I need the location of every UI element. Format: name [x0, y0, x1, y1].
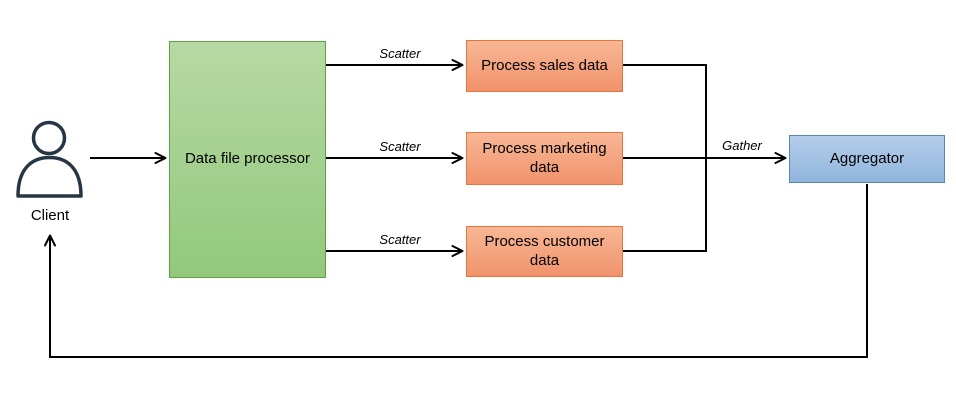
edge-aggregator-to-client[interactable] [44, 184, 868, 358]
person-head [31, 120, 67, 156]
client-person-icon[interactable] [16, 120, 83, 198]
node-aggregator-label: Aggregator [829, 149, 905, 167]
edge-label-scatter-2[interactable]: Scatter [379, 139, 421, 154]
person-body [16, 155, 83, 198]
node-process-customer-data-label: Process customer data [484, 233, 605, 269]
edge-label-gather[interactable]: Gather [722, 138, 762, 153]
node-process-sales-data-label: Process sales data [481, 56, 608, 74]
node-process-marketing-data-label: Process marketing data [482, 140, 607, 176]
node-data-file-processor-label: Data file processor [184, 150, 311, 168]
node-process-marketing-data[interactable]: Process marketing data [466, 132, 623, 185]
edge-label-scatter-3[interactable]: Scatter [379, 232, 421, 247]
node-data-file-processor[interactable]: Data file processor [169, 41, 326, 278]
node-process-customer-data[interactable]: Process customer data [466, 226, 623, 277]
client-node-label: Client [30, 207, 70, 224]
node-process-sales-data[interactable]: Process sales data [466, 40, 623, 92]
edge-label-scatter-1[interactable]: Scatter [379, 46, 421, 61]
node-aggregator[interactable]: Aggregator [789, 135, 945, 183]
